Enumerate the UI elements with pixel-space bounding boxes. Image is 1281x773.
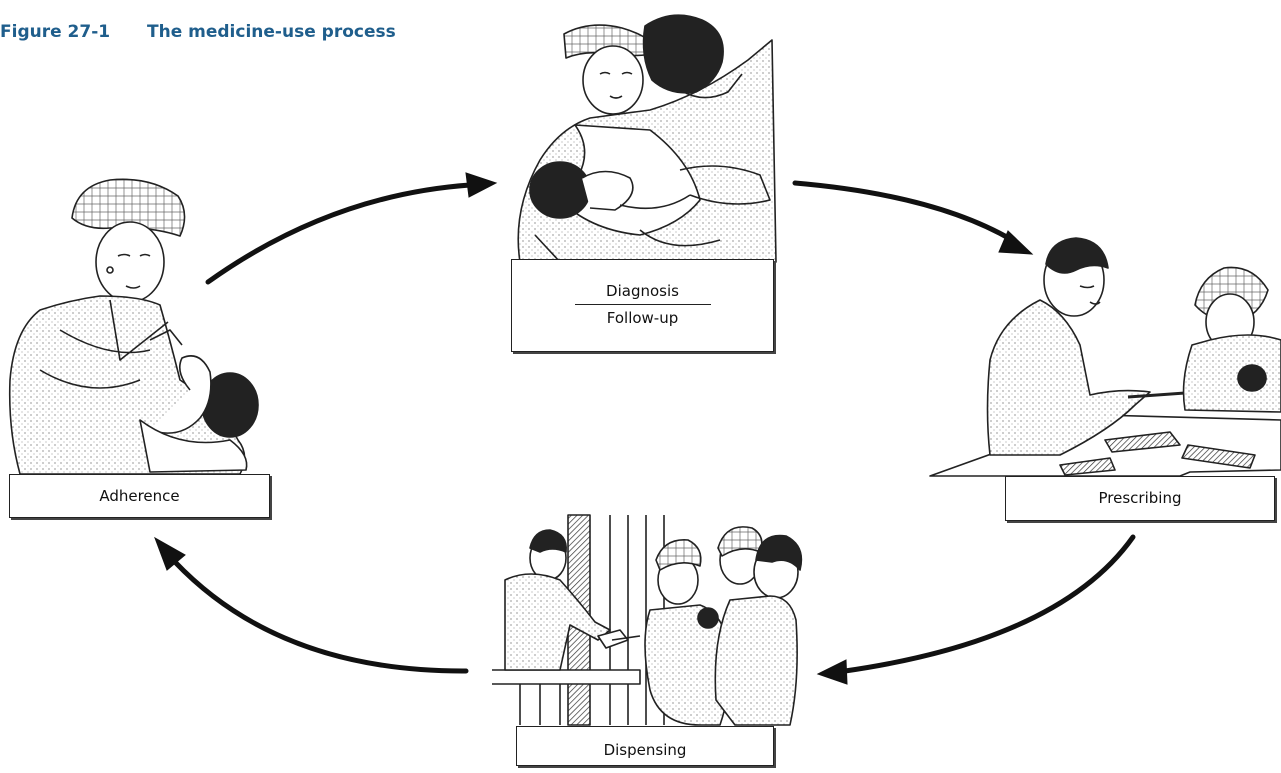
diagnosis-label: Diagnosis bbox=[606, 282, 679, 300]
arrowhead-adherence-to-diagnosis bbox=[465, 172, 498, 198]
arrowhead-diagnosis-to-prescribing bbox=[998, 230, 1034, 255]
arrowhead-prescribing-to-dispensing bbox=[816, 659, 848, 685]
arrow-adherence-to-diagnosis bbox=[205, 182, 473, 285]
dispensing-label: Dispensing bbox=[603, 741, 687, 759]
diagnosis-illustration bbox=[517, 14, 777, 263]
prescribing-label-box: Prescribing bbox=[1005, 476, 1275, 521]
arrow-prescribing-to-dispensing bbox=[842, 534, 1136, 674]
dispensing-illustration bbox=[492, 514, 803, 726]
arrowhead-dispensing-to-adherence bbox=[154, 536, 186, 571]
adherence-label: Adherence bbox=[99, 487, 180, 505]
figure-caption: The medicine-use process bbox=[147, 22, 396, 42]
cycle-arrows bbox=[154, 172, 1136, 685]
figure-title: Figure 27-1 The medicine-use process bbox=[0, 22, 396, 42]
adherence-illustration bbox=[8, 178, 259, 475]
diagnosis-label-box: Diagnosis Follow-up bbox=[511, 259, 774, 352]
follow-up-label: Follow-up bbox=[606, 309, 679, 327]
arrow-diagnosis-to-prescribing bbox=[792, 180, 1015, 243]
adherence-label-box: Adherence bbox=[9, 474, 270, 518]
figure-number: Figure 27-1 bbox=[0, 22, 111, 42]
dispensing-label-box: Dispensing bbox=[516, 726, 774, 766]
prescribing-illustration bbox=[929, 237, 1281, 477]
arrow-dispensing-to-adherence bbox=[172, 559, 469, 674]
prescribing-label: Prescribing bbox=[1098, 489, 1182, 507]
label-divider bbox=[574, 304, 711, 305]
